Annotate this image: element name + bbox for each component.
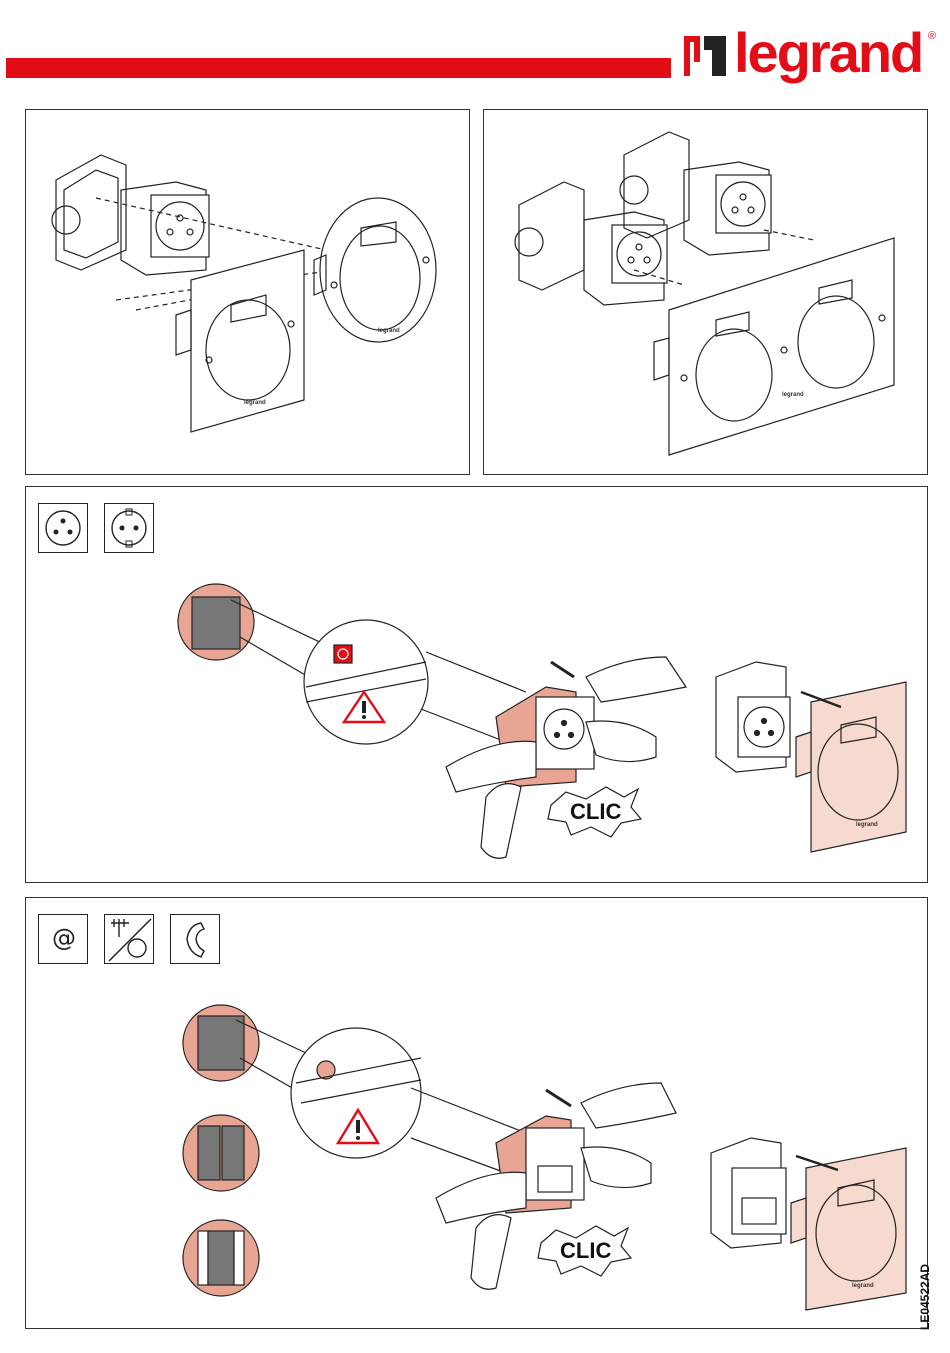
data-step-illustration: [26, 898, 929, 1330]
brand-name: legrand: [734, 20, 922, 85]
double-outlet-illustration: [484, 110, 929, 476]
double-plate-brand: legrand: [782, 392, 804, 398]
registered-mark: ®: [928, 30, 936, 42]
document-reference: LE04522AD: [918, 1264, 932, 1330]
legrand-mark-icon: [682, 34, 728, 78]
panel-data-step: @: [25, 897, 928, 1329]
square-plate-brand: legrand: [244, 400, 266, 406]
data-plate-brand: legrand: [852, 1283, 874, 1289]
power-step-illustration: [26, 487, 929, 884]
power-clic-label: CLIC: [570, 799, 621, 825]
single-outlet-illustration: [26, 110, 471, 476]
panel-single-outlet: legrand legrand: [25, 109, 470, 475]
brand-logo: legrand ®: [682, 24, 944, 98]
round-plate-brand: legrand: [378, 328, 400, 334]
panel-power-step: CLIC legrand: [25, 486, 928, 883]
header-red-bar: [6, 58, 671, 78]
data-clic-label: CLIC: [560, 1238, 611, 1264]
power-plate-brand: legrand: [856, 822, 878, 828]
panel-double-outlet: legrand: [483, 109, 928, 475]
